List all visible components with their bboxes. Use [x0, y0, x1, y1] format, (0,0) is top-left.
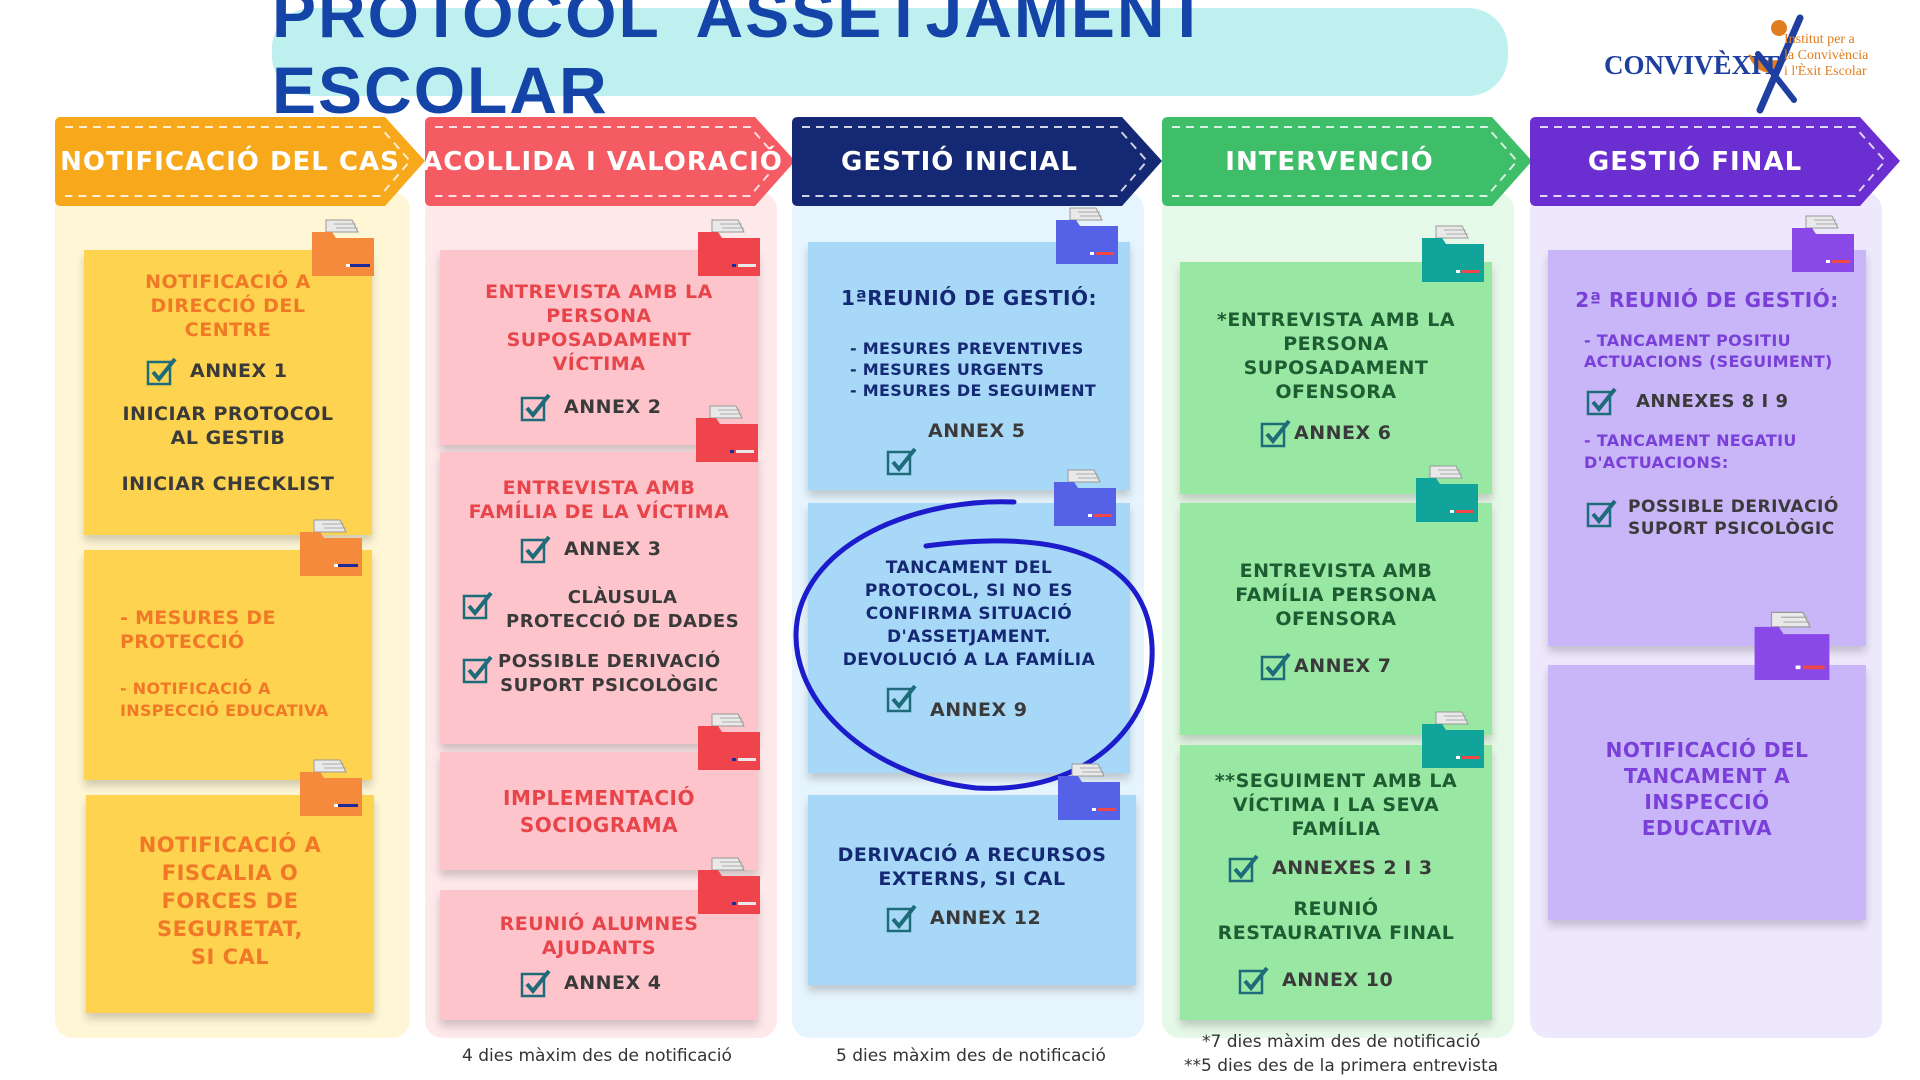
annex-10: ANNEX 10 — [1238, 965, 1393, 995]
card-notificacio-direccio: NOTIFICACIÓ A DIRECCIÓ DEL CENTRE ANNEX … — [84, 250, 372, 535]
card-entrevista-victima: ENTREVISTA AMB LA PERSONA SUPOSADAMENT V… — [440, 250, 758, 445]
check-icon — [520, 393, 551, 422]
convivexit-logo: CONVIVÈXIT Institut per a la Convivència… — [1588, 14, 1888, 114]
card-entrevista-ofensora: *ENTREVISTA AMB LA PERSONA SUPOSADAMENT … — [1180, 262, 1492, 494]
check-icon — [520, 969, 551, 998]
card-reunio-gestio-1: 1ªREUNIÓ DE GESTIÓ: - MESURES PREVENTIVE… — [808, 242, 1130, 490]
footnote-acollida: 4 dies màxim des de notificació — [462, 1046, 732, 1066]
card-reunio-gestio-2: 2ª REUNIÓ DE GESTIÓ: - TANCAMENT POSITIU… — [1548, 250, 1866, 646]
footnote-intervencio-1: *7 dies màxim des de notificació — [1202, 1032, 1481, 1052]
logo-brand: CONVIVÈXIT — [1604, 50, 1780, 80]
stage-header-notificacio: NOTIFICACIÓ DEL CAS — [55, 117, 425, 206]
card-mesures-proteccio: - MESURES DE PROTECCIÓ - NOTIFICACIÓ A I… — [84, 550, 372, 780]
folder-icon — [1422, 225, 1484, 282]
folder-icon — [312, 219, 374, 276]
check-icon — [1586, 499, 1617, 528]
stage-header-acollida: ACOLLIDA I VALORACIÓ — [422, 117, 795, 206]
annex-7: ANNEX 7 — [1260, 651, 1391, 681]
folder-icon — [1416, 465, 1478, 522]
annex-5: ANNEX 5 — [928, 420, 1026, 442]
footnote-gestio-inicial: 5 dies màxim des de notificació — [836, 1046, 1106, 1066]
check-icon — [1586, 387, 1617, 416]
annex-2-3: ANNEXES 2 I 3 — [1228, 853, 1433, 883]
card-fiscalia: NOTIFICACIÓ A FISCALIA O FORCES DE SEGUR… — [86, 795, 374, 1013]
card-notificacio-tancament: NOTIFICACIÓ DEL TANCAMENT A INSPECCIÓ ED… — [1548, 665, 1866, 920]
folder-icon — [1058, 763, 1120, 820]
annex-8-9: ANNEXES 8 I 9 — [1586, 386, 1789, 416]
annex-1: ANNEX 1 — [146, 356, 287, 386]
stage-header-label: NOTIFICACIÓ DEL CAS — [60, 146, 400, 177]
check-icon — [520, 535, 551, 564]
check-icon — [462, 655, 493, 684]
card-entrevista-familia-ofensora: ENTREVISTA AMB FAMÍLIA PERSONA OFENSORA … — [1180, 503, 1492, 735]
check-icon — [1238, 966, 1269, 995]
folder-icon — [1792, 215, 1854, 272]
folder-icon — [698, 713, 760, 770]
stage-header-gestio-inicial: GESTIÓ INICIAL — [792, 117, 1162, 206]
card-sociograma: IMPLEMENTACIÓ SOCIOGRAMA — [440, 752, 758, 870]
logo-institute: Institut per a la Convivència i l'Èxit E… — [1784, 32, 1869, 79]
title-banner: PROTOCOL ASSETJAMENT ESCOLAR — [272, 0, 1508, 127]
annex-4: ANNEX 4 — [520, 968, 661, 998]
check-icon — [886, 684, 917, 713]
folder-icon — [300, 519, 362, 576]
check-icon — [886, 904, 917, 933]
card-derivacio-recursos: DERIVACIÓ A RECURSOS EXTERNS, SI CAL ANN… — [808, 795, 1136, 985]
stage-header-label: GESTIÓ INICIAL — [841, 146, 1078, 177]
folder-icon — [1056, 207, 1118, 264]
highlight-circle-icon — [793, 499, 1155, 791]
card-entrevista-familia-victima: ENTREVISTA AMB FAMÍLIA DE LA VÍCTIMA ANN… — [440, 452, 758, 744]
check-icon — [1260, 652, 1291, 681]
page-title: PROTOCOL ASSETJAMENT ESCOLAR — [272, 0, 1209, 127]
card-tancament-protocol: TANCAMENT DEL PROTOCOL, SI NO ES CONFIRM… — [808, 503, 1130, 773]
stage-header-gestio-final: GESTIÓ FINAL — [1530, 117, 1900, 206]
stage-header-label: INTERVENCIÓ — [1225, 146, 1434, 177]
check-icon — [1260, 419, 1291, 448]
check-icon — [1228, 854, 1259, 883]
annex-9: ANNEX 9 — [930, 699, 1028, 721]
folder-icon — [698, 219, 760, 276]
annex-2: ANNEX 2 — [520, 392, 661, 422]
folder-icon — [300, 759, 362, 816]
annex-12: ANNEX 12 — [886, 903, 1041, 933]
annex-6: ANNEX 6 — [1260, 418, 1391, 448]
stage-header-label: ACOLLIDA I VALORACIÓ — [422, 146, 783, 177]
folder-icon — [1054, 469, 1116, 526]
check-icon — [462, 591, 493, 620]
card-seguiment-victima: **SEGUIMENT AMB LA VÍCTIMA I LA SEVA FAM… — [1180, 745, 1492, 1020]
stage-header-label: GESTIÓ FINAL — [1587, 146, 1803, 177]
folder-icon — [1422, 711, 1484, 768]
folder-icon — [1754, 611, 1830, 680]
folder-icon — [698, 857, 760, 914]
footnote-intervencio-2: **5 dies des de la primera entrevista — [1184, 1056, 1499, 1076]
check-icon — [886, 447, 917, 476]
stage-header-intervencio: INTERVENCIÓ — [1162, 117, 1532, 206]
annex-3: ANNEX 3 — [520, 534, 661, 564]
check-icon — [146, 357, 177, 386]
folder-icon — [696, 405, 758, 462]
logo-mark-icon — [1748, 14, 1804, 114]
